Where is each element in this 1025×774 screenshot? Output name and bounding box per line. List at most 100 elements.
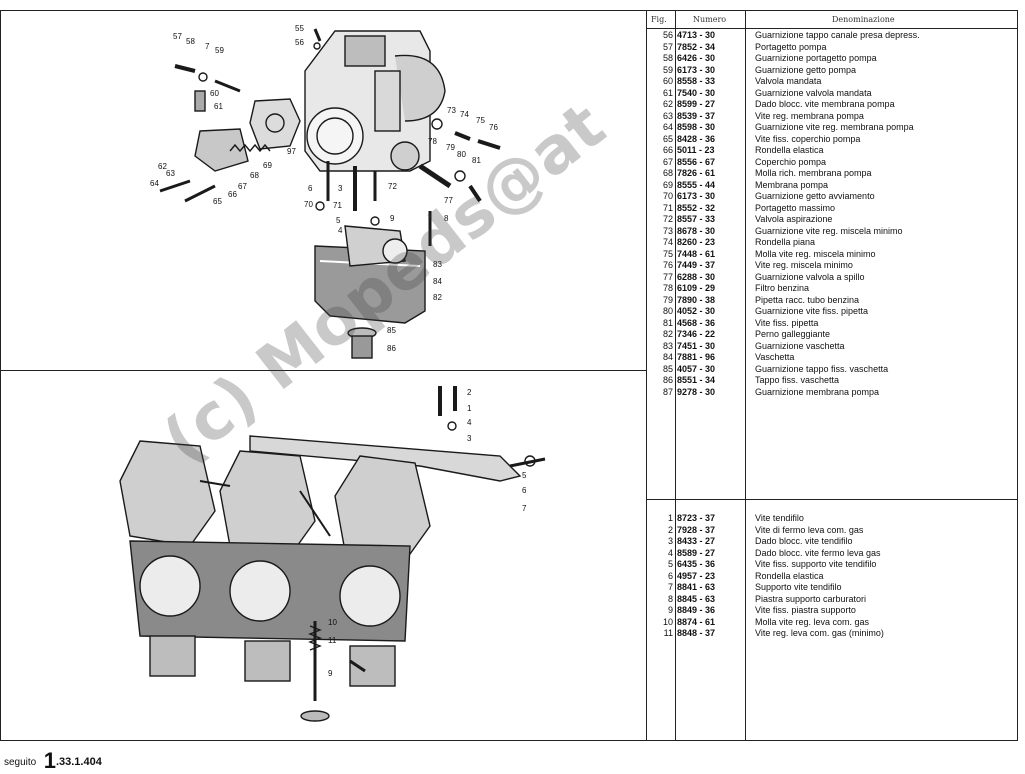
callout-label: 57	[173, 32, 182, 41]
cell-num: 6288 - 30	[677, 271, 716, 282]
footer-section-number: 1	[43, 748, 56, 773]
cell-desc: Valvola mandata	[755, 76, 822, 86]
callout-label: 64	[150, 179, 159, 188]
callout-label: 86	[387, 344, 396, 353]
callout-label: 10	[328, 618, 337, 627]
cell-desc: Guarnizione portagetto pompa	[755, 53, 877, 63]
drawing-divider	[0, 370, 646, 371]
callout-label: 55	[295, 24, 304, 33]
cell-fig: 60	[662, 76, 673, 86]
callout-label: 6	[308, 184, 313, 193]
callout-label: 63	[166, 169, 175, 178]
cell-desc: Vite reg. membrana pompa	[755, 110, 864, 121]
cell-num: 4057 - 30	[677, 363, 716, 374]
table-divider	[646, 10, 647, 741]
cell-num: 7451 - 30	[677, 340, 716, 351]
cell-num: 8723 - 37	[677, 513, 716, 523]
cell-fig: 70	[662, 191, 673, 201]
cell-num: 8598 - 30	[677, 122, 716, 132]
cell-desc: Guarnizione membrana pompa	[755, 386, 880, 397]
cell-desc: Guarnizione valvola a spillo	[755, 271, 865, 282]
cell-fig: 81	[662, 317, 673, 328]
cell-fig: 5	[667, 559, 673, 569]
callout-label: 2	[467, 388, 472, 397]
cell-num: 8874 - 61	[677, 616, 716, 627]
cell-num: 4957 - 23	[677, 570, 716, 581]
cell-fig: 57	[662, 41, 673, 52]
callout-label: 75	[476, 116, 485, 125]
callout-label: 69	[263, 161, 272, 170]
callout-label: 62	[158, 162, 167, 171]
cell-fig: 79	[662, 294, 673, 305]
callout-label: 6	[522, 486, 527, 495]
column-divider-numero	[745, 11, 746, 740]
cell-desc: Pipetta racc. tubo benzina	[755, 294, 860, 305]
callout-label: 58	[186, 37, 195, 46]
cell-fig: 65	[662, 133, 673, 144]
callout-label: 7	[522, 504, 527, 513]
table-row: 77 6288 - 30 Guarnizione valvola a spillo	[647, 272, 1017, 284]
callout-label: 56	[295, 38, 304, 47]
cell-num: 7346 - 22	[677, 329, 716, 339]
cell-num: 6435 - 36	[677, 559, 716, 569]
page-footer: seguito 1.33.1.404	[4, 748, 102, 774]
callout-label: 77	[444, 196, 453, 205]
cell-fig: 74	[662, 237, 673, 247]
cell-fig: 80	[662, 306, 673, 316]
cell-fig: 61	[662, 87, 673, 98]
callout-label: 11	[328, 636, 337, 645]
callout-label: 76	[489, 123, 498, 132]
cell-desc: Guarnizione getto pompa	[755, 64, 857, 75]
cell-num: 4568 - 36	[677, 317, 716, 328]
cell-desc: Guarnizione tappo canale presa depress.	[755, 30, 920, 40]
cell-num: 4713 - 30	[677, 30, 716, 40]
cell-desc: Portagetto pompa	[755, 41, 827, 52]
cell-desc: Guarnizione vite reg. miscela minimo	[755, 225, 903, 236]
table-header: Fig. Numero Denominazione	[647, 11, 1017, 29]
cell-fig: 4	[667, 547, 673, 558]
callout-label: 4	[467, 418, 472, 427]
cell-num: 6109 - 29	[677, 283, 716, 293]
callout-label: 1	[467, 404, 472, 413]
cell-fig: 77	[662, 271, 673, 282]
cell-desc: Vite tendifilo	[755, 513, 804, 523]
cell-desc: Portagetto massimo	[755, 202, 836, 213]
cell-fig: 11	[663, 628, 673, 638]
cell-fig: 76	[662, 260, 673, 270]
callout-label: 84	[433, 277, 442, 286]
cell-num: 8589 - 27	[677, 547, 716, 558]
cell-fig: 58	[662, 53, 673, 63]
cell-num: 7448 - 61	[677, 248, 716, 259]
callout-label: 3	[467, 434, 472, 443]
cell-desc: Rondella elastica	[755, 570, 824, 581]
cell-num: 7890 - 38	[677, 294, 716, 305]
cell-desc: Piastra supporto carburatori	[755, 593, 867, 604]
cell-num: 9278 - 30	[677, 386, 716, 397]
cell-desc: Guarnizione vite reg. membrana pompa	[755, 122, 914, 132]
cell-num: 7852 - 34	[677, 41, 716, 52]
cell-fig: 82	[662, 329, 673, 339]
callout-label: 60	[210, 89, 219, 98]
cell-fig: 86	[662, 375, 673, 385]
cell-num: 8260 - 23	[677, 237, 716, 247]
cell-desc: Guarnizione vite fiss. pipetta	[755, 306, 869, 316]
cell-num: 7540 - 30	[677, 87, 716, 98]
cell-desc: Valvola aspirazione	[755, 214, 833, 224]
